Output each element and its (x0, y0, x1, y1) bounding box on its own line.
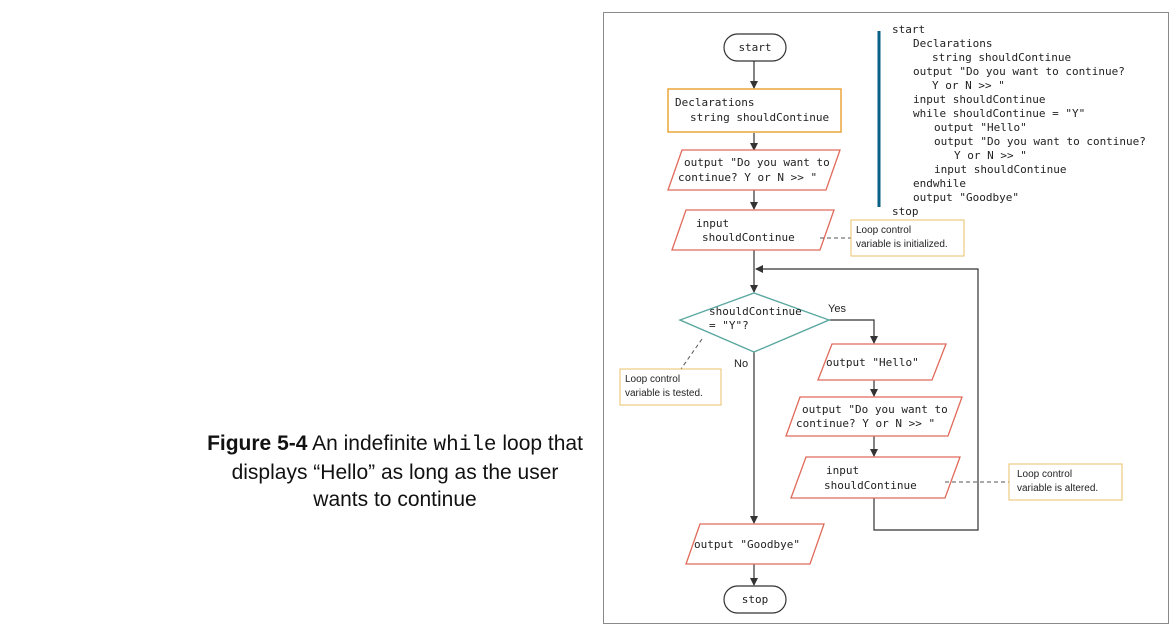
pseudocode-line: Declarations (913, 37, 992, 50)
note-initialized-box (850, 219, 965, 257)
start-label: start (738, 41, 771, 54)
note-initialized-line1: Loop control (856, 225, 911, 236)
stop-terminator (723, 585, 787, 614)
note-altered-line2: variable is altered. (1017, 483, 1098, 494)
input1-io-shape (671, 209, 835, 251)
flowchart-figure: start Declarations string shouldContinue… (603, 12, 1169, 624)
hello-label: output "Hello" (826, 356, 919, 369)
loop-back-line (755, 265, 979, 531)
pseudocode-line: while shouldContinue = "Y" (913, 107, 1085, 120)
stop-label: stop (742, 593, 769, 606)
declarations-line2: string shouldContinue (690, 111, 829, 124)
decision-diamond (678, 292, 831, 353)
pseudocode-line: output "Do you want to continue? (934, 135, 1146, 148)
figure-caption: Figure 5-4 An indefinite while loop that… (205, 430, 585, 513)
prompt1-io-shape (667, 149, 841, 191)
hello-io-shape (817, 343, 947, 381)
prompt2-io-shape (785, 396, 963, 437)
pseudocode-line: output "Hello" (934, 121, 1027, 134)
declarations-box (667, 88, 842, 133)
pseudocode-block: start Declarations string shouldContinue… (892, 23, 1146, 218)
prompt1-line1: output "Do you want to (684, 156, 830, 169)
goodbye-io-shape (685, 523, 825, 565)
pseudocode-line: endwhile (913, 177, 966, 190)
input2-io-shape (790, 456, 961, 499)
figure-label: Figure 5-4 (207, 432, 308, 455)
arrow-decision-yes (829, 319, 878, 344)
yes-label: Yes (828, 303, 846, 315)
prompt2-line2: continue? Y or N >> " (796, 417, 935, 430)
pseudocode-line: stop (892, 205, 919, 218)
caption-code-word: while (433, 434, 497, 457)
input1-line1: input (696, 217, 729, 230)
input2-line2: shouldContinue (824, 479, 917, 492)
note-tested-line2: variable is tested. (625, 388, 703, 399)
note-initialized-line2: variable is initialized. (856, 239, 948, 250)
pseudocode-line: output "Do you want to continue? (913, 65, 1125, 78)
declarations-line1: Declarations (675, 96, 754, 109)
pseudocode-line: start (892, 23, 925, 36)
pseudocode-line: Y or N >> " (954, 149, 1027, 162)
input1-line2: shouldContinue (702, 231, 795, 244)
note-altered-line1: Loop control (1017, 469, 1072, 480)
no-label: No (734, 358, 748, 370)
start-terminator (723, 33, 787, 62)
pseudocode-line: Y or N >> " (932, 79, 1005, 92)
caption-text-after: loop that displays “Hello” as long as th… (231, 432, 583, 511)
decision-line2: = "Y"? (709, 319, 749, 332)
pseudocode-line: string shouldContinue (932, 51, 1071, 64)
note-tested-line1: Loop control (625, 374, 680, 385)
caption-text-before: An indefinite (307, 432, 434, 455)
decision-line1: shouldContinue (709, 305, 802, 318)
note-altered-box (1008, 463, 1123, 501)
note-tested-box (619, 368, 722, 406)
input2-line1: input (826, 464, 859, 477)
note-tested-connector (680, 338, 703, 370)
prompt2-line1: output "Do you want to (802, 403, 948, 416)
pseudocode-line: output "Goodbye" (913, 191, 1019, 204)
pseudocode-line: input shouldContinue (934, 163, 1066, 176)
prompt1-line2: continue? Y or N >> " (678, 171, 817, 184)
goodbye-label: output "Goodbye" (694, 538, 800, 551)
pseudocode-line: input shouldContinue (913, 93, 1045, 106)
